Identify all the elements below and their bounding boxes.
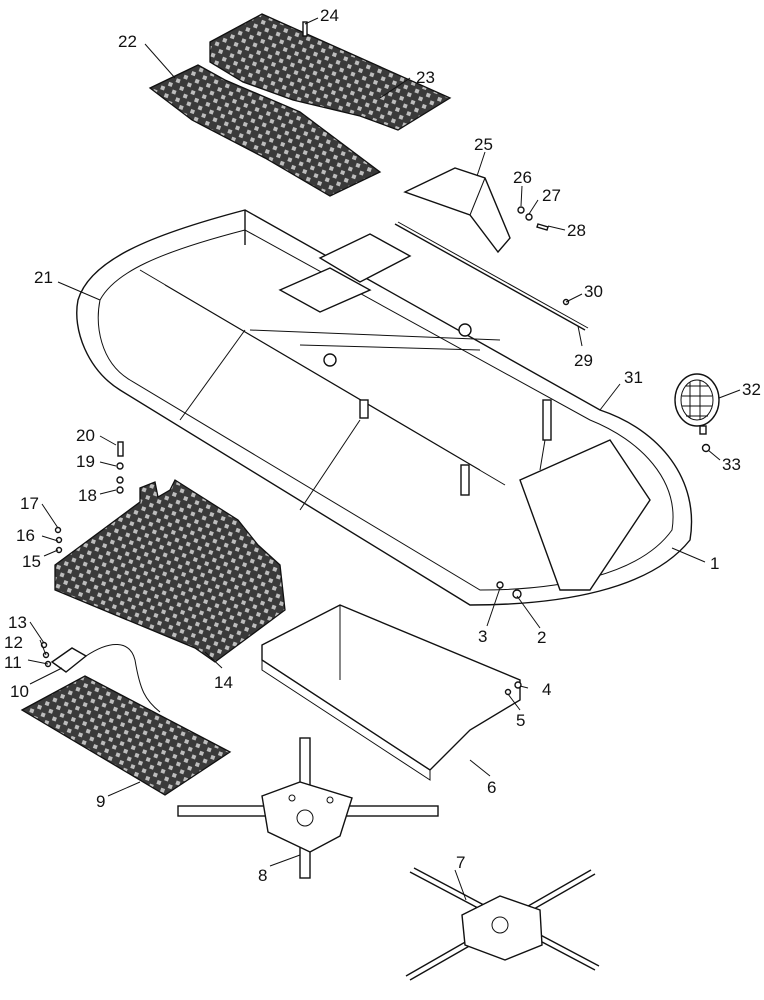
callout-3: 3 xyxy=(478,627,487,646)
washer-16 xyxy=(55,536,63,544)
callout-26: 26 xyxy=(513,168,532,187)
callout-20: 20 xyxy=(76,426,95,445)
floor-mat-left xyxy=(148,64,382,197)
washer-18a xyxy=(116,476,124,484)
spider-hub-7 xyxy=(405,867,600,981)
rod-29 xyxy=(394,223,586,331)
callout-12: 12 xyxy=(4,633,23,652)
callout-11: 11 xyxy=(4,653,22,672)
work-lamp-32 xyxy=(674,373,720,435)
callout-19: 19 xyxy=(76,452,95,471)
callout-15: 15 xyxy=(22,552,41,571)
floor-mat-9 xyxy=(20,675,232,796)
callout-14: 14 xyxy=(214,673,233,692)
screw-24 xyxy=(302,21,308,37)
callout-27: 27 xyxy=(542,186,561,205)
callout-25: 25 xyxy=(474,135,493,154)
nut-27 xyxy=(525,213,533,221)
callout-4: 4 xyxy=(542,680,551,699)
callout-29: 29 xyxy=(574,351,593,370)
callout-22: 22 xyxy=(118,32,137,51)
callout-labels: 1 2 3 4 5 6 7 8 9 10 11 12 13 14 15 16 1… xyxy=(4,6,761,885)
callout-31: 31 xyxy=(624,368,643,387)
callout-7: 7 xyxy=(456,853,465,872)
nut-4 xyxy=(514,681,522,689)
tray-cover-6 xyxy=(261,604,521,781)
callout-33: 33 xyxy=(722,455,741,474)
callout-13: 13 xyxy=(8,613,27,632)
washer-5 xyxy=(504,688,512,696)
callout-23: 23 xyxy=(416,68,435,87)
nut-18 xyxy=(116,486,124,494)
callout-16: 16 xyxy=(16,526,35,545)
callout-28: 28 xyxy=(567,221,586,240)
callout-10: 10 xyxy=(10,682,29,701)
callout-18: 18 xyxy=(78,486,97,505)
callout-5: 5 xyxy=(516,711,525,730)
washer-19 xyxy=(116,462,124,470)
leader-lines xyxy=(27,17,741,901)
callout-2: 2 xyxy=(537,628,546,647)
callout-17: 17 xyxy=(20,494,39,513)
callout-30: 30 xyxy=(584,282,603,301)
callout-1: 1 xyxy=(710,554,719,573)
callout-32: 32 xyxy=(742,380,761,399)
frame-assembly xyxy=(76,209,693,606)
bolt-20 xyxy=(117,441,124,457)
nut-15 xyxy=(55,546,63,554)
floor-mat-right xyxy=(209,13,452,131)
callout-24: 24 xyxy=(320,6,339,25)
nut-33 xyxy=(701,443,711,453)
callout-9: 9 xyxy=(96,792,105,811)
callout-8: 8 xyxy=(258,866,267,885)
cover-25 xyxy=(403,167,511,254)
bolt-28 xyxy=(536,223,549,231)
callout-6: 6 xyxy=(487,778,496,797)
bolt-17 xyxy=(54,526,62,534)
spider-hub-8 xyxy=(177,737,439,879)
callout-21: 21 xyxy=(34,268,53,287)
washer-26 xyxy=(517,206,525,214)
floor-mat-14 xyxy=(54,479,286,663)
